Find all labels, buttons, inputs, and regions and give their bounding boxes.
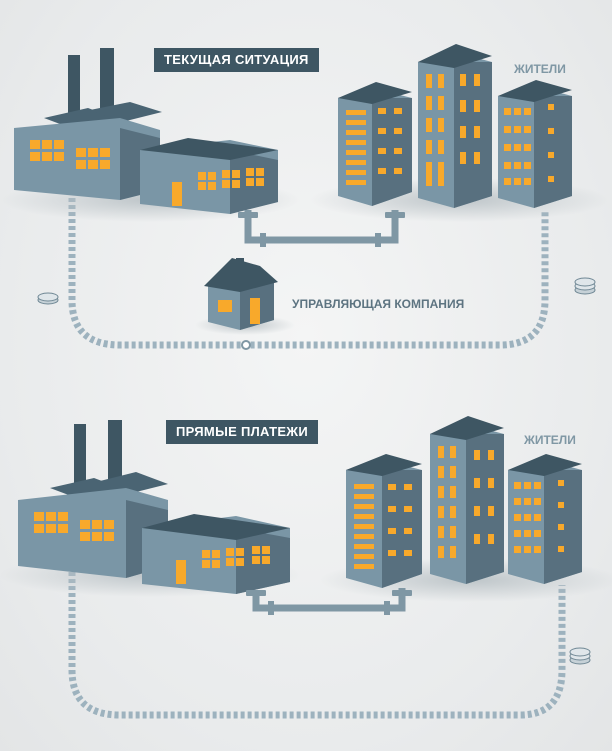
- factory-icon: [18, 420, 290, 594]
- payment-flow-path: [68, 565, 566, 719]
- pipe-icon: [252, 588, 406, 612]
- house-icon: [204, 258, 278, 330]
- panel-title-direct: ПРЯМЫЕ ПЛАТЕЖИ: [166, 420, 318, 444]
- coin-stack-icon: [569, 647, 591, 665]
- coin-stack-icon: [37, 292, 59, 305]
- coin-stack-icon: [574, 277, 596, 295]
- panel-direct: [0, 416, 612, 719]
- payment-flow-path: [68, 198, 549, 349]
- panel-current: [0, 44, 610, 350]
- residents-label: ЖИТЕЛИ: [524, 433, 576, 447]
- panel-title-current: ТЕКУЩАЯ СИТУАЦИЯ: [154, 48, 319, 72]
- flow-node: [241, 340, 251, 350]
- residential-building-icon: [338, 44, 572, 208]
- factory-icon: [14, 48, 278, 214]
- residents-label: ЖИТЕЛИ: [514, 62, 566, 76]
- pipe-icon: [244, 210, 399, 244]
- residential-building-icon: [346, 416, 582, 588]
- management-company-label: УПРАВЛЯЮЩАЯ КОМПАНИЯ: [292, 297, 465, 311]
